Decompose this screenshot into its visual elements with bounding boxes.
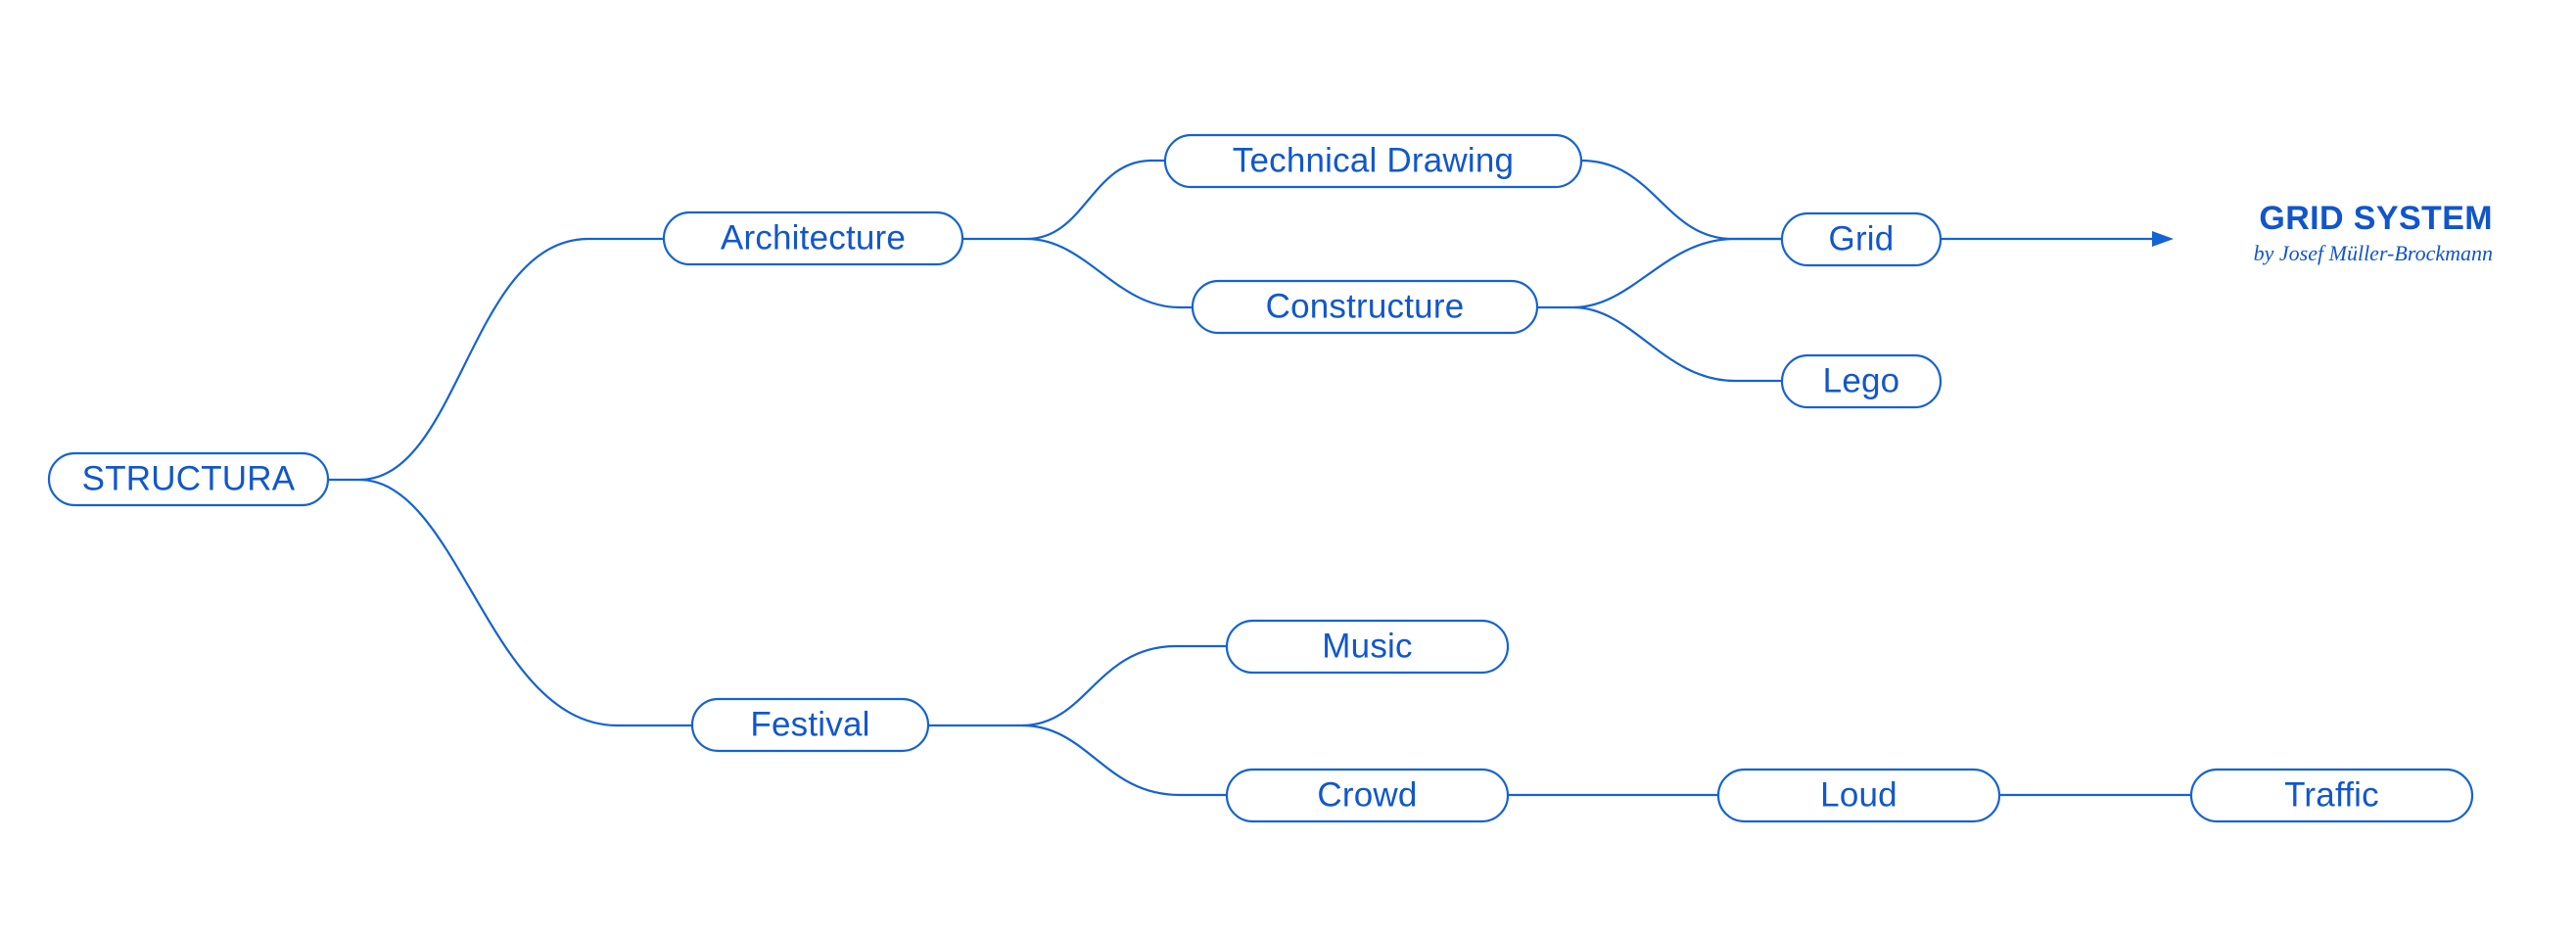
node-technical-drawing-pill[interactable] xyxy=(1163,133,1583,189)
node-traffic-label: Traffic xyxy=(2284,775,2379,814)
edge-festival-crowd xyxy=(1021,724,1229,797)
node-loud[interactable]: Loud xyxy=(1716,768,2001,823)
node-festival-pill[interactable] xyxy=(690,697,930,753)
node-music-pill[interactable] xyxy=(1225,619,1510,675)
edge-constructure-lego xyxy=(1572,305,1784,383)
node-traffic[interactable]: Traffic xyxy=(2189,768,2474,823)
edge-architecture-technical-drawing xyxy=(1026,159,1167,241)
edge-architecture-constructure xyxy=(1026,237,1194,309)
node-constructure-pill[interactable] xyxy=(1191,279,1539,335)
edge-group-festival xyxy=(926,644,1229,797)
node-loud-pill[interactable] xyxy=(1716,768,2001,823)
node-crowd-label: Crowd xyxy=(1317,775,1417,814)
node-festival-label: Festival xyxy=(750,705,869,743)
node-festival[interactable]: Festival xyxy=(690,697,930,753)
node-structura-label: STRUCTURA xyxy=(82,459,296,497)
node-lego[interactable]: Lego xyxy=(1780,353,1943,409)
node-lego-label: Lego xyxy=(1823,361,1900,399)
node-grid[interactable]: Grid xyxy=(1780,211,1943,267)
arrow-head-icon xyxy=(2152,231,2174,247)
node-traffic-pill[interactable] xyxy=(2189,768,2474,823)
callout-title: GRID SYSTEM xyxy=(2259,200,2493,237)
node-music-label: Music xyxy=(1322,627,1412,665)
edge-structura-festival xyxy=(358,478,694,727)
node-architecture-pill[interactable] xyxy=(662,210,964,266)
node-lego-pill[interactable] xyxy=(1780,353,1943,409)
node-structura-pill[interactable] xyxy=(47,451,330,507)
node-constructure-label: Constructure xyxy=(1266,287,1465,325)
node-loud-label: Loud xyxy=(1820,775,1897,814)
node-technical-drawing-label: Technical Drawing xyxy=(1233,141,1514,179)
edge-festival-music xyxy=(1021,644,1229,727)
node-music[interactable]: Music xyxy=(1225,619,1510,675)
edge-group-technical-drawing xyxy=(1579,159,1784,241)
edge-structura-architecture xyxy=(358,237,666,482)
edge-constructure-grid xyxy=(1572,237,1784,309)
node-grid-pill[interactable] xyxy=(1780,211,1943,267)
edge-group-constructure xyxy=(1535,237,1784,383)
callout-subtitle: by Josef Müller-Brockmann xyxy=(2254,241,2493,265)
node-crowd[interactable]: Crowd xyxy=(1225,768,1510,823)
node-structura[interactable]: STRUCTURA xyxy=(47,451,330,507)
edge-group-architecture xyxy=(960,159,1194,309)
edge-group-grid-callout xyxy=(1941,231,2174,247)
node-constructure[interactable]: Constructure xyxy=(1191,279,1539,335)
node-architecture[interactable]: Architecture xyxy=(662,210,964,266)
edge-technical-drawing-grid xyxy=(1579,159,1784,241)
node-crowd-pill[interactable] xyxy=(1225,768,1510,823)
node-grid-label: Grid xyxy=(1829,219,1895,257)
callout-grid-system: GRID SYSTEM by Josef Müller-Brockmann xyxy=(2254,200,2493,265)
node-architecture-label: Architecture xyxy=(721,218,906,257)
node-technical-drawing[interactable]: Technical Drawing xyxy=(1163,133,1583,189)
edge-group-root xyxy=(326,237,694,727)
